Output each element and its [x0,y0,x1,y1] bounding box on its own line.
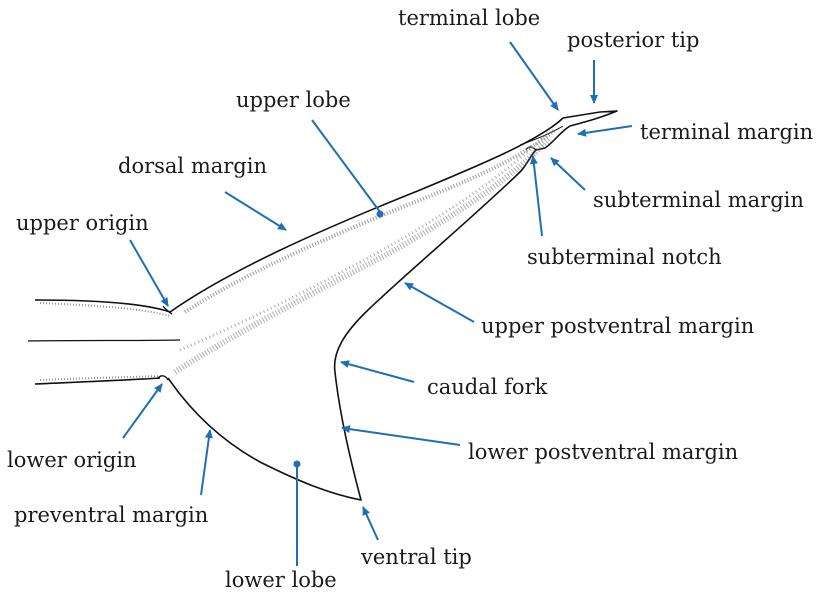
label-dorsal-margin: dorsal margin [118,154,267,178]
pointer-subterminal-notch [529,155,543,237]
label-upper-lobe: upper lobe [236,88,351,112]
body-shading-lower [39,375,163,381]
pointer-terminal-lobe [509,41,559,111]
pointer-upper-lobe [311,119,381,213]
pointer-upper-postventral-margin [404,282,475,323]
label-terminal-lobe: terminal lobe [398,6,541,30]
label-ventral-tip: ventral tip [361,545,472,569]
body-shading-upper [39,302,171,317]
pointer-lower-origin [122,383,163,439]
label-subterminal-margin: subterminal margin [593,188,804,212]
label-upper-origin: upper origin [16,211,149,235]
label-upper-postventral-margin: upper postventral margin [481,314,755,338]
label-lower-lobe: lower lobe [225,568,337,592]
label-lower-origin: lower origin [7,448,137,472]
pointer-ventral-tip [362,506,379,541]
pointer-caudal-fork [340,360,415,383]
label-posterior-tip: posterior tip [567,28,700,52]
lower-origin-notch [157,375,169,381]
label-lower-postventral-margin: lower postventral margin [468,440,739,464]
pointer-dorsal-margin [224,191,287,231]
label-terminal-margin: terminal margin [640,120,814,144]
upper-origin-notch [162,305,173,315]
fin-illustration [27,110,618,501]
label-caudal-fork: caudal fork [427,375,548,399]
body-midline [27,339,181,342]
fin-outline [167,110,618,501]
pointer-lines [122,41,633,566]
pointer-preventral-margin [200,429,213,496]
notch-detail [525,146,537,151]
label-subterminal-notch: subterminal notch [527,245,722,269]
pointer-subterminal-margin [550,157,586,191]
body-ventral-edge [34,377,161,385]
body-dorsal-edge [34,299,171,313]
upper-lobe-dot [376,210,384,218]
pointer-upper-origin [129,239,169,307]
pointer-lower-postventral-margin [341,425,461,446]
label-preventral-margin: preventral margin [14,503,209,527]
pointer-terminal-margin [577,125,633,137]
